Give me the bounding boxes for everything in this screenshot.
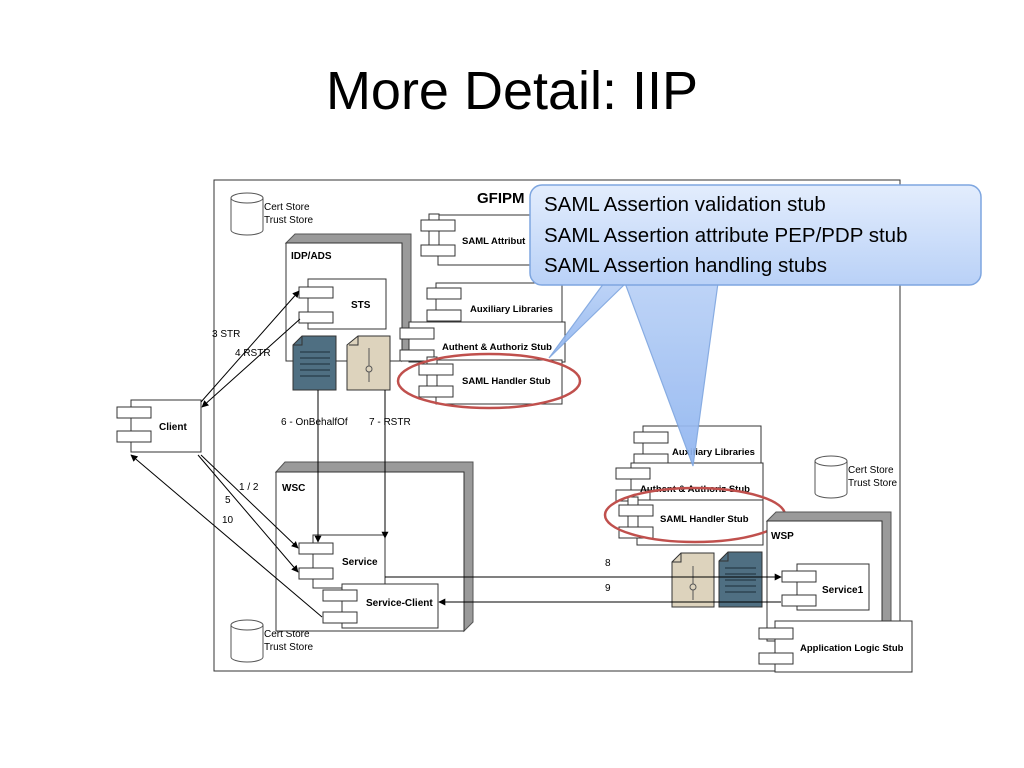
app-logic-stub: [758, 620, 913, 673]
service-client-label: Service-Client: [366, 598, 433, 609]
label-9: 9: [605, 583, 611, 594]
cert-store-right-icon: [814, 455, 848, 499]
label-3-str: 3 STR: [212, 329, 240, 340]
authent-stub-top-label: Authent & Authoriz Stub: [442, 342, 552, 353]
aux-libraries-right: [633, 425, 762, 467]
arrow-5: [197, 454, 299, 573]
arrow-1-2: [200, 454, 299, 549]
cert-store-right-label: Cert Store: [848, 465, 894, 476]
sts-component: [298, 278, 387, 330]
trust-store-bottom-label: Trust Store: [264, 642, 314, 653]
arrow-10: [130, 454, 323, 618]
saml-attribute-label: SAML Attribut: [462, 236, 526, 247]
client-label: Client: [159, 422, 187, 433]
app-logic-stub-label: Application Logic Stub: [800, 643, 904, 654]
sts-label: STS: [351, 300, 371, 311]
callout-text: SAML Assertion validation stub SAML Asse…: [544, 190, 974, 282]
authent-stub-top: [399, 321, 566, 363]
trust-store-top-label: Trust Store: [264, 215, 314, 226]
arrow-4-rstr: [201, 318, 301, 408]
document-seal-icon: [346, 335, 391, 391]
label-8: 8: [605, 558, 611, 569]
callout-line: SAML Assertion handling stubs: [544, 254, 827, 277]
highlight-oval-top: [396, 352, 582, 410]
aux-libraries-top: [426, 282, 563, 324]
aux-libraries-right-label: Auxiliary Libraries: [672, 447, 755, 458]
document-seal-right-icon: [671, 552, 715, 608]
service1-component: [781, 563, 870, 611]
saml-handler-top: [418, 356, 563, 405]
aux-libraries-top-label: Auxiliary Libraries: [470, 304, 553, 315]
label-10: 10: [222, 515, 234, 526]
label-6-onbehalfof: 6 - OnBehalfOf: [281, 417, 348, 428]
saml-handler-top-label: SAML Handler Stub: [462, 376, 551, 387]
cert-store-bottom-icon: [230, 619, 264, 663]
saml-handler-right-label: SAML Handler Stub: [660, 514, 749, 525]
idp-ads-label: IDP/ADS: [291, 251, 332, 262]
service-client-component: [322, 583, 439, 629]
service1-label: Service1: [822, 585, 864, 596]
slide-title: More Detail: IIP: [325, 61, 699, 121]
label-1-2: 1 / 2: [239, 482, 259, 493]
wsc-label: WSC: [282, 483, 305, 494]
trust-store-right-label: Trust Store: [848, 478, 898, 489]
arrow-3-str: [200, 290, 300, 403]
callout-line: SAML Assertion attribute PEP/PDP stub: [544, 223, 908, 247]
service-component: [298, 534, 386, 589]
frame-title: GFIPM: [477, 190, 525, 207]
cert-store-bottom-label: Cert Store: [264, 629, 310, 640]
flow-arrows: [130, 290, 782, 618]
wsp-label: WSP: [771, 531, 794, 542]
callout-line: SAML Assertion validation stub: [544, 193, 826, 216]
authent-stub-right: [615, 462, 764, 504]
client-component: [116, 399, 202, 453]
service-label: Service: [342, 557, 378, 568]
document-dark-icon: [292, 335, 337, 391]
label-5: 5: [225, 495, 231, 506]
cert-store-top-icon: [230, 192, 264, 236]
label-7-rstr: 7 - RSTR: [369, 417, 411, 428]
document-dark-right-icon: [718, 551, 763, 608]
cert-store-top-label: Cert Store: [264, 202, 310, 213]
callout-box: [529, 184, 982, 286]
label-4-rstr: 4 RSTR: [235, 348, 271, 359]
authent-stub-right-label: Authent & Authoriz Stub: [640, 484, 750, 495]
